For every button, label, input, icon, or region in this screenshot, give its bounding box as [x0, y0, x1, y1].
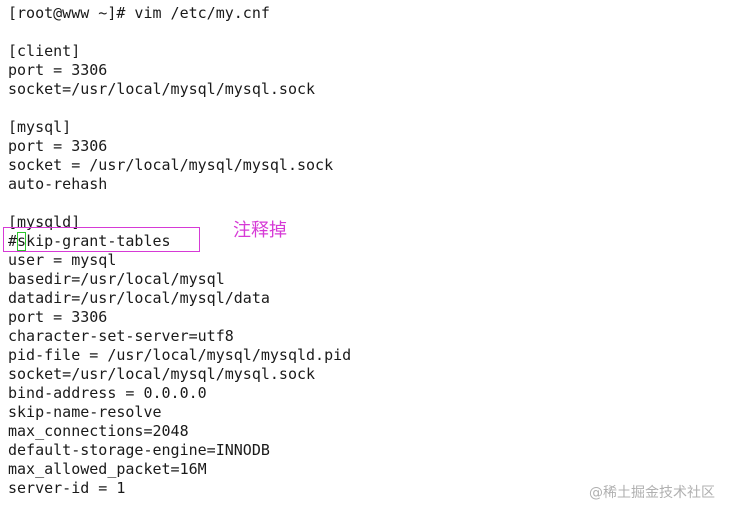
config-line: pid-file = /usr/local/mysql/mysqld.pid — [8, 346, 352, 364]
watermark: @稀土掘金技术社区 — [589, 485, 715, 501]
config-line: socket=/usr/local/mysql/mysql.sock — [8, 80, 316, 98]
config-section-mysql: [mysql] — [8, 118, 72, 136]
skip-grant-tables-text: kip-grant-tables — [26, 232, 171, 250]
config-line: user = mysql — [8, 251, 117, 269]
config-line: port = 3306 — [8, 308, 108, 326]
config-line: port = 3306 — [8, 61, 108, 79]
config-line: socket=/usr/local/mysql/mysql.sock — [8, 365, 316, 383]
config-line: socket = /usr/local/mysql/mysql.sock — [8, 156, 334, 174]
config-line: max_connections=2048 — [8, 422, 189, 440]
config-line: basedir=/usr/local/mysql — [8, 270, 225, 288]
prompt-line: [root@www ~]# vim /etc/my.cnf — [8, 4, 270, 22]
comment-hash: # — [8, 232, 18, 250]
config-line: bind-address = 0.0.0.0 — [8, 384, 207, 402]
config-section-mysqld: [mysqld] — [8, 213, 81, 231]
config-line: default-storage-engine=INNODB — [8, 441, 270, 459]
config-line: max_allowed_packet=16M — [8, 460, 207, 478]
annotation-label: 注释掉 — [233, 220, 287, 241]
text-cursor[interactable]: s — [17, 232, 27, 251]
config-section-client: [client] — [8, 42, 81, 60]
annotation-highlight-box — [3, 227, 200, 252]
config-line: port = 3306 — [8, 137, 108, 155]
config-line: datadir=/usr/local/mysql/data — [8, 289, 270, 307]
config-line: auto-rehash — [8, 175, 108, 193]
config-line: skip-name-resolve — [8, 403, 162, 421]
config-line: server-id = 1 — [8, 479, 126, 497]
skip-grant-tables-line[interactable]: #skip-grant-tables — [8, 232, 171, 251]
config-line: character-set-server=utf8 — [8, 327, 234, 345]
